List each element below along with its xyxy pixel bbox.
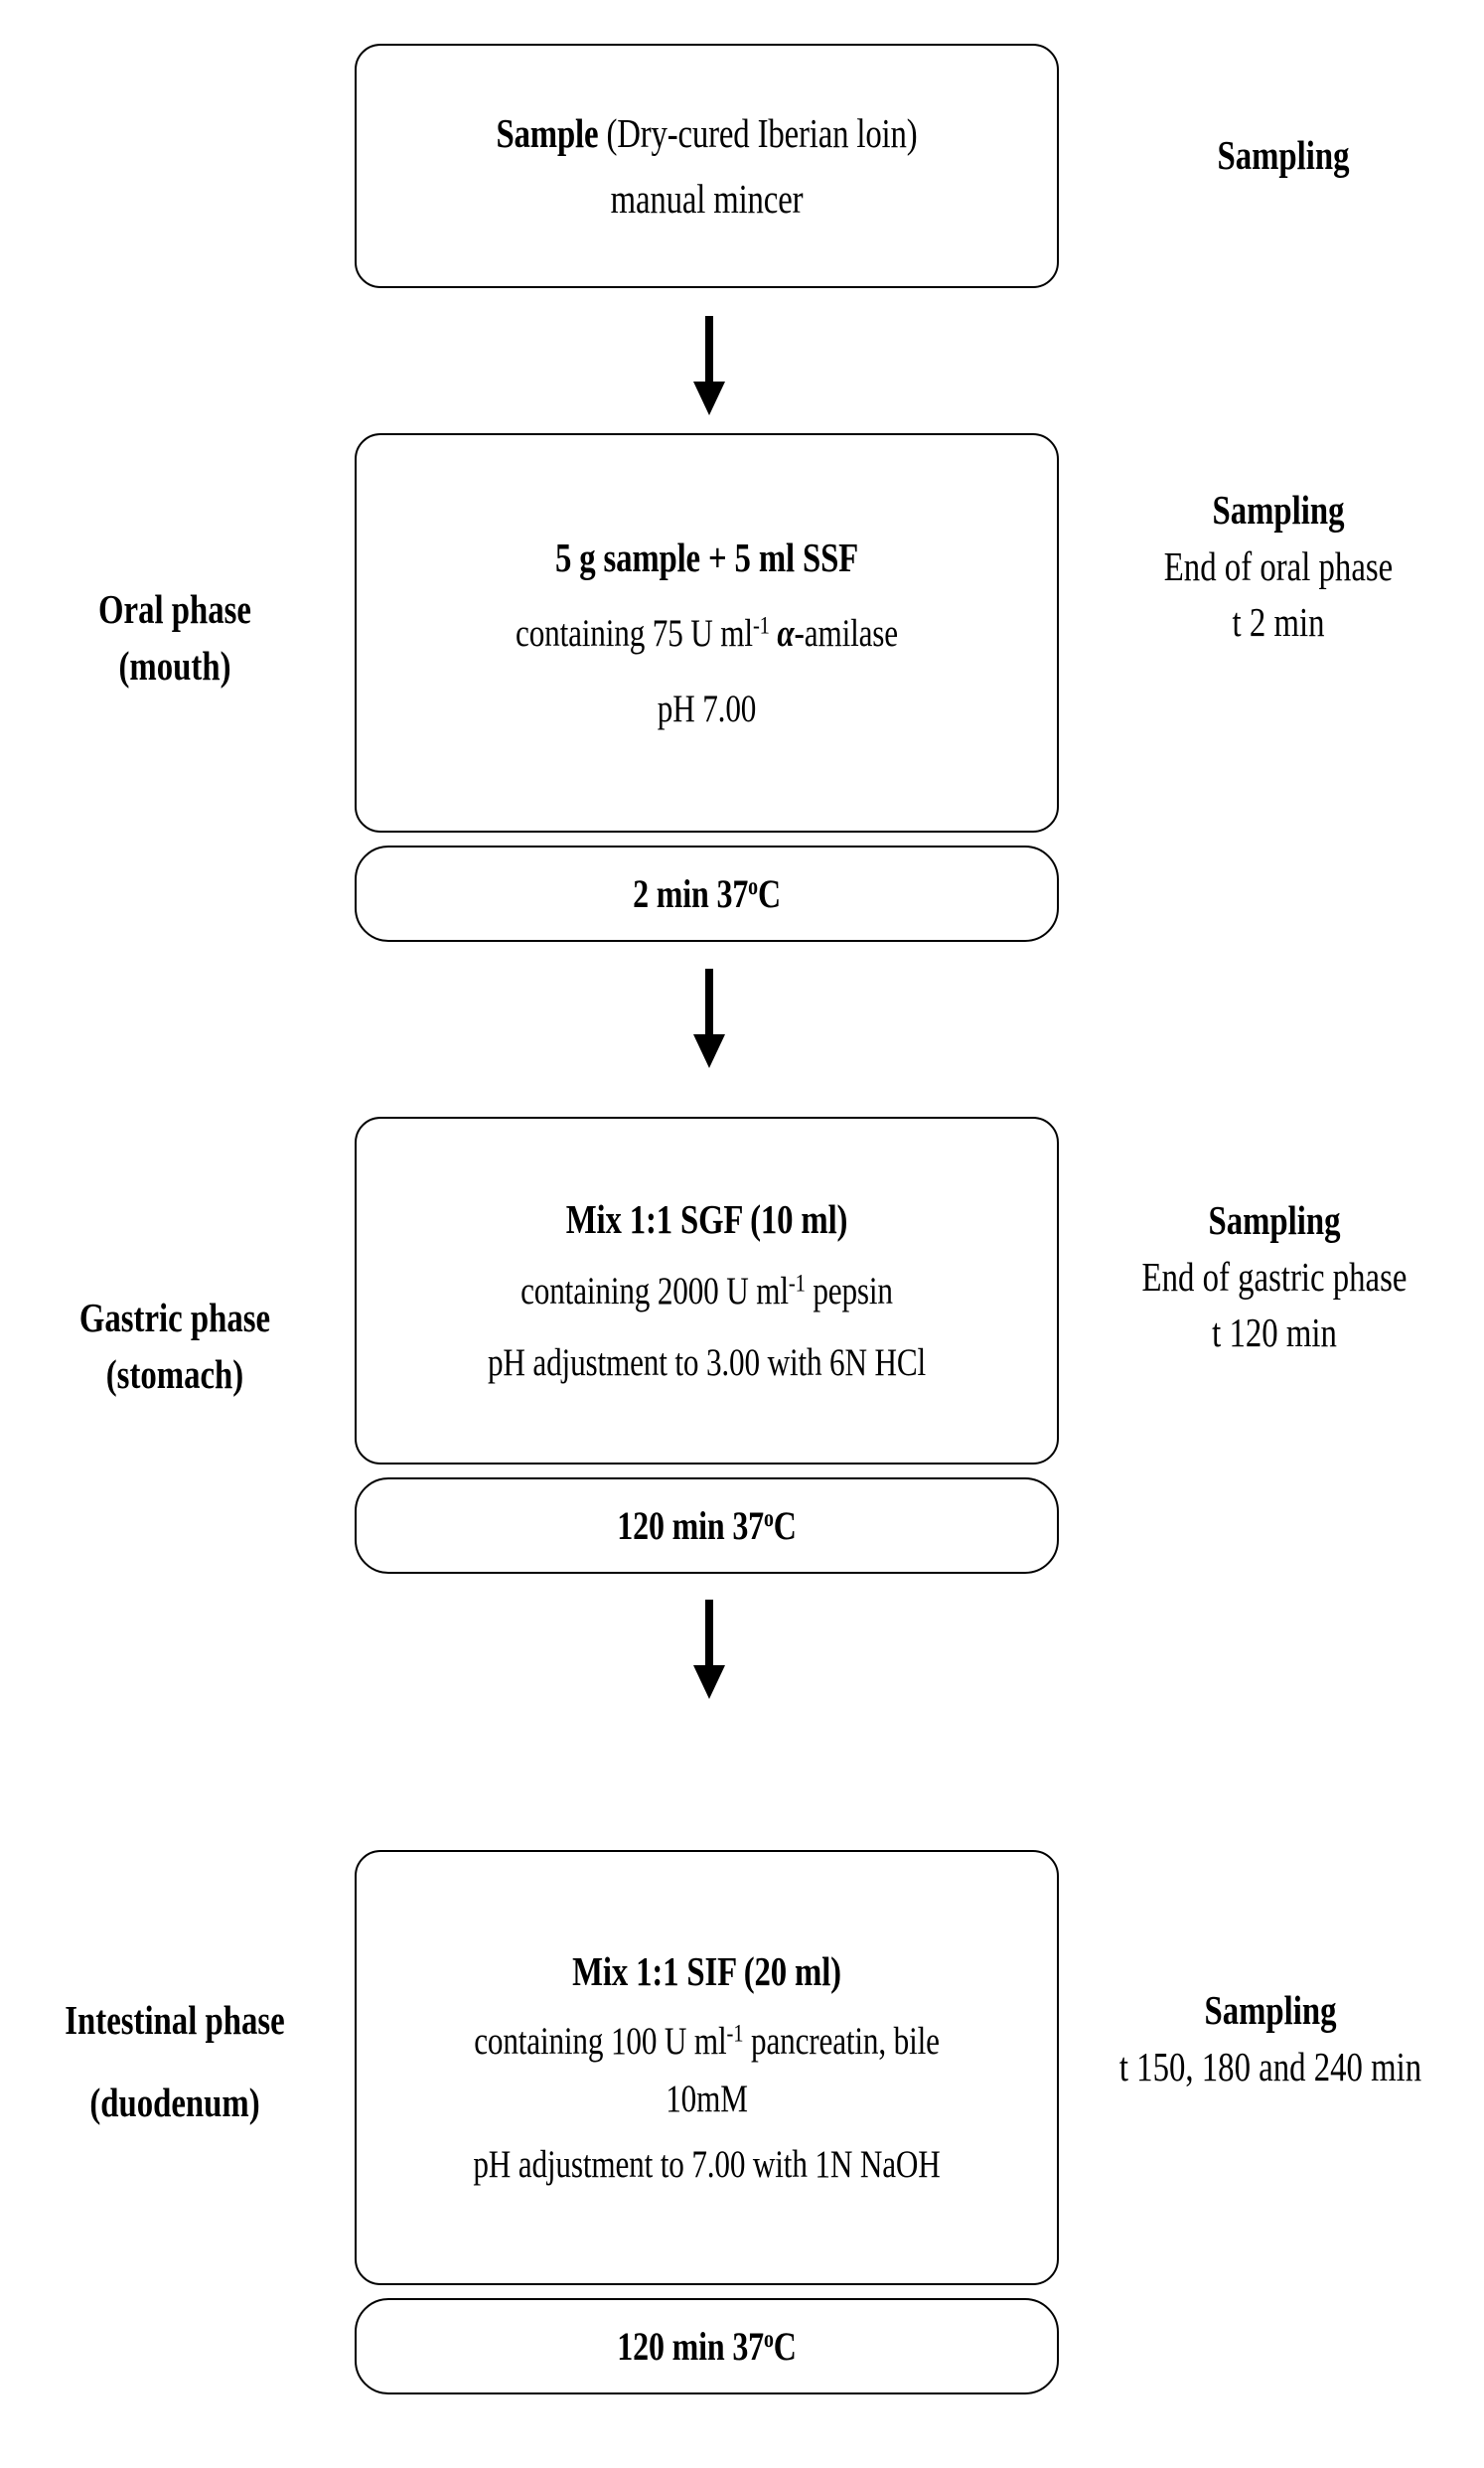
box-oral-time: 2 min 37oC xyxy=(355,846,1059,942)
oral-time-value: 2 min 37 xyxy=(633,870,749,916)
phase-label-intestinal-line-1: Intestinal phase xyxy=(65,1997,285,2043)
gastric-time-unit: C xyxy=(773,1502,797,1548)
phase-label-gastric: Gastric phase (stomach) xyxy=(0,1290,350,1402)
box-intestinal-heading: Mix 1:1 SIF (20 ml) xyxy=(572,1947,841,1994)
box-gastric-heading: Mix 1:1 SGF (10 ml) xyxy=(565,1195,848,1242)
box-oral: 5 g sample + 5 ml SSF containing 75 U ml… xyxy=(355,433,1059,833)
sampling-label-intestinal: Sampling t 150, 180 and 240 min xyxy=(1057,1982,1484,2094)
sample-description: (Dry-cured Iberian loin) xyxy=(598,109,918,156)
box-oral-time-label: 2 min 37oC xyxy=(427,872,987,915)
arrow-shaft xyxy=(705,1600,713,1665)
sampling-label-sample-line-1: Sampling xyxy=(1217,132,1350,178)
oral-enzyme-pre: containing 75 U ml xyxy=(516,612,753,656)
box-oral-line-2: containing 75 U ml-1 α-amilase xyxy=(427,610,987,656)
phase-label-gastric-line-1: Gastric phase xyxy=(78,1295,271,1340)
intestinal-enzyme-exponent: -1 xyxy=(726,2018,744,2048)
phase-label-intestinal: Intestinal phase (duodenum) xyxy=(0,1992,350,2130)
box-gastric-time-label: 120 min 37oC xyxy=(427,1504,987,1547)
oral-enzyme-exponent: -1 xyxy=(752,610,770,640)
sampling-label-oral-line-3: t 2 min xyxy=(1232,599,1325,646)
gastric-time-value: 120 min 37 xyxy=(617,1502,765,1548)
degree-symbol: o xyxy=(748,873,758,901)
arrow-head xyxy=(693,1665,725,1699)
arrow-head xyxy=(693,382,725,415)
sampling-label-intestinal-line-1: Sampling xyxy=(1204,1987,1337,2033)
intestinal-time-value: 120 min 37 xyxy=(617,2323,765,2369)
phase-label-gastric-line-2: (stomach) xyxy=(105,1350,244,1397)
sampling-label-gastric-line-2: End of gastric phase xyxy=(1141,1253,1408,1300)
alpha-symbol: α xyxy=(777,612,795,656)
sampling-label-gastric-line-1: Sampling xyxy=(1208,1197,1341,1243)
sampling-label-sample: Sampling xyxy=(1083,127,1484,184)
sampling-label-intestinal-line-2: t 150, 180 and 240 min xyxy=(1118,2043,1422,2089)
box-intestinal: Mix 1:1 SIF (20 ml) containing 100 U ml-… xyxy=(355,1850,1059,2285)
box-sample-line-1: Sample (Dry-cured Iberian loin) xyxy=(427,111,987,155)
box-oral-heading: 5 g sample + 5 ml SSF xyxy=(554,534,859,580)
box-intestinal-line-3: 10mM xyxy=(666,2078,748,2121)
sampling-label-gastric-line-3: t 120 min xyxy=(1212,1310,1337,1356)
degree-symbol: o xyxy=(764,2326,774,2354)
box-intestinal-line-2: containing 100 U ml-1 pancreatin, bile xyxy=(427,2018,987,2063)
gastric-enzyme-exponent: -1 xyxy=(788,1268,806,1298)
box-gastric-line-2: containing 2000 U ml-1 pepsin xyxy=(427,1268,987,1313)
box-gastric-time: 120 min 37oC xyxy=(355,1477,1059,1574)
phase-label-oral-line-1: Oral phase xyxy=(98,586,251,632)
box-gastric: Mix 1:1 SGF (10 ml) containing 2000 U ml… xyxy=(355,1117,1059,1465)
phase-label-oral-line-2: (mouth) xyxy=(118,642,231,689)
intestinal-time-unit: C xyxy=(773,2323,797,2369)
intestinal-enzyme-post: pancreatin, bile xyxy=(743,2019,940,2063)
arrow-shaft xyxy=(705,969,713,1034)
sampling-label-gastric: Sampling End of gastric phase t 120 min xyxy=(1065,1192,1484,1361)
box-sample: Sample (Dry-cured Iberian loin) manual m… xyxy=(355,44,1059,288)
box-gastric-line-3: pH adjustment to 3.00 with 6N HCl xyxy=(487,1341,927,1385)
box-sample-line-2: manual mincer xyxy=(610,176,804,222)
degree-symbol: o xyxy=(764,1505,774,1533)
arrow-shaft xyxy=(705,316,713,382)
oral-enzyme-post: -amilase xyxy=(794,612,899,656)
box-intestinal-line-4: pH adjustment to 7.00 with 1N NaOH xyxy=(473,2143,941,2187)
gastric-enzyme-post: pepsin xyxy=(805,1270,893,1313)
gastric-enzyme-pre: containing 2000 U ml xyxy=(520,1270,789,1313)
phase-label-oral: Oral phase (mouth) xyxy=(0,581,350,694)
sampling-label-oral: Sampling End of oral phase t 2 min xyxy=(1073,482,1484,651)
sampling-label-oral-line-1: Sampling xyxy=(1212,487,1345,533)
sample-keyword: Sample xyxy=(496,109,599,156)
oral-time-unit: C xyxy=(757,870,781,916)
sampling-label-oral-line-2: End of oral phase xyxy=(1163,542,1394,589)
intestinal-enzyme-pre: containing 100 U ml xyxy=(474,2019,727,2063)
phase-label-intestinal-line-2: (duodenum) xyxy=(89,2079,260,2125)
box-intestinal-time-label: 120 min 37oC xyxy=(427,2325,987,2368)
arrow-head xyxy=(693,1034,725,1068)
box-intestinal-time: 120 min 37oC xyxy=(355,2298,1059,2394)
box-oral-line-3: pH 7.00 xyxy=(657,688,757,731)
